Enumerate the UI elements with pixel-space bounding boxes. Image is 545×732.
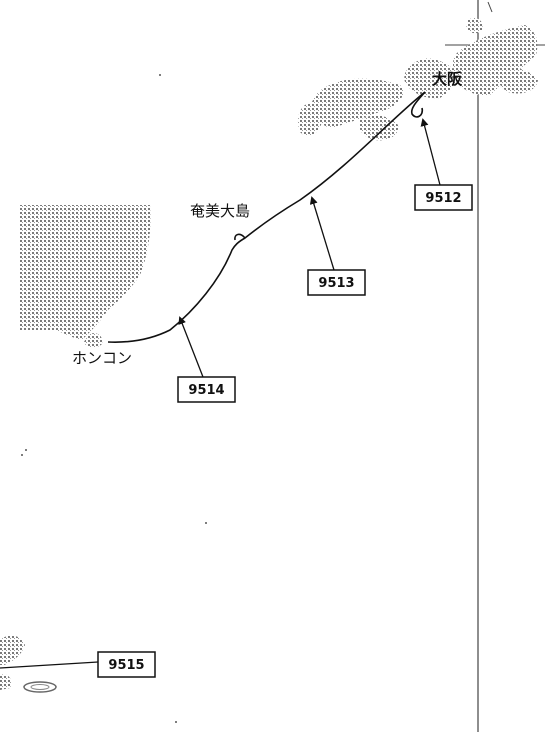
amami-loop bbox=[234, 233, 246, 241]
japan-landmass bbox=[297, 18, 538, 141]
position-box-9513: 9513 bbox=[307, 269, 366, 296]
arrow-9513 bbox=[309, 196, 335, 271]
arrow-9512 bbox=[420, 118, 441, 186]
position-code-9515: 9515 bbox=[108, 658, 144, 673]
map-tick bbox=[487, 1, 493, 13]
position-code-9513: 9513 bbox=[318, 276, 354, 291]
position-box-9512: 9512 bbox=[414, 184, 473, 211]
arrow-9515 bbox=[0, 661, 99, 669]
position-box-9514: 9514 bbox=[177, 376, 236, 403]
voyage-route bbox=[107, 91, 426, 343]
position-code-9512: 9512 bbox=[425, 191, 461, 206]
position-code-9514: 9514 bbox=[188, 383, 224, 398]
osaka-loop bbox=[410, 91, 426, 118]
place-label-amami: 奄美大島 bbox=[190, 202, 250, 220]
place-label-hongkong: ホンコン bbox=[72, 349, 132, 367]
place-label-osaka: 大阪 bbox=[432, 70, 463, 88]
position-box-9515: 9515 bbox=[97, 651, 156, 678]
philippine-islands bbox=[0, 635, 57, 693]
arrow-9514 bbox=[178, 316, 204, 378]
china-landmass bbox=[20, 205, 151, 348]
